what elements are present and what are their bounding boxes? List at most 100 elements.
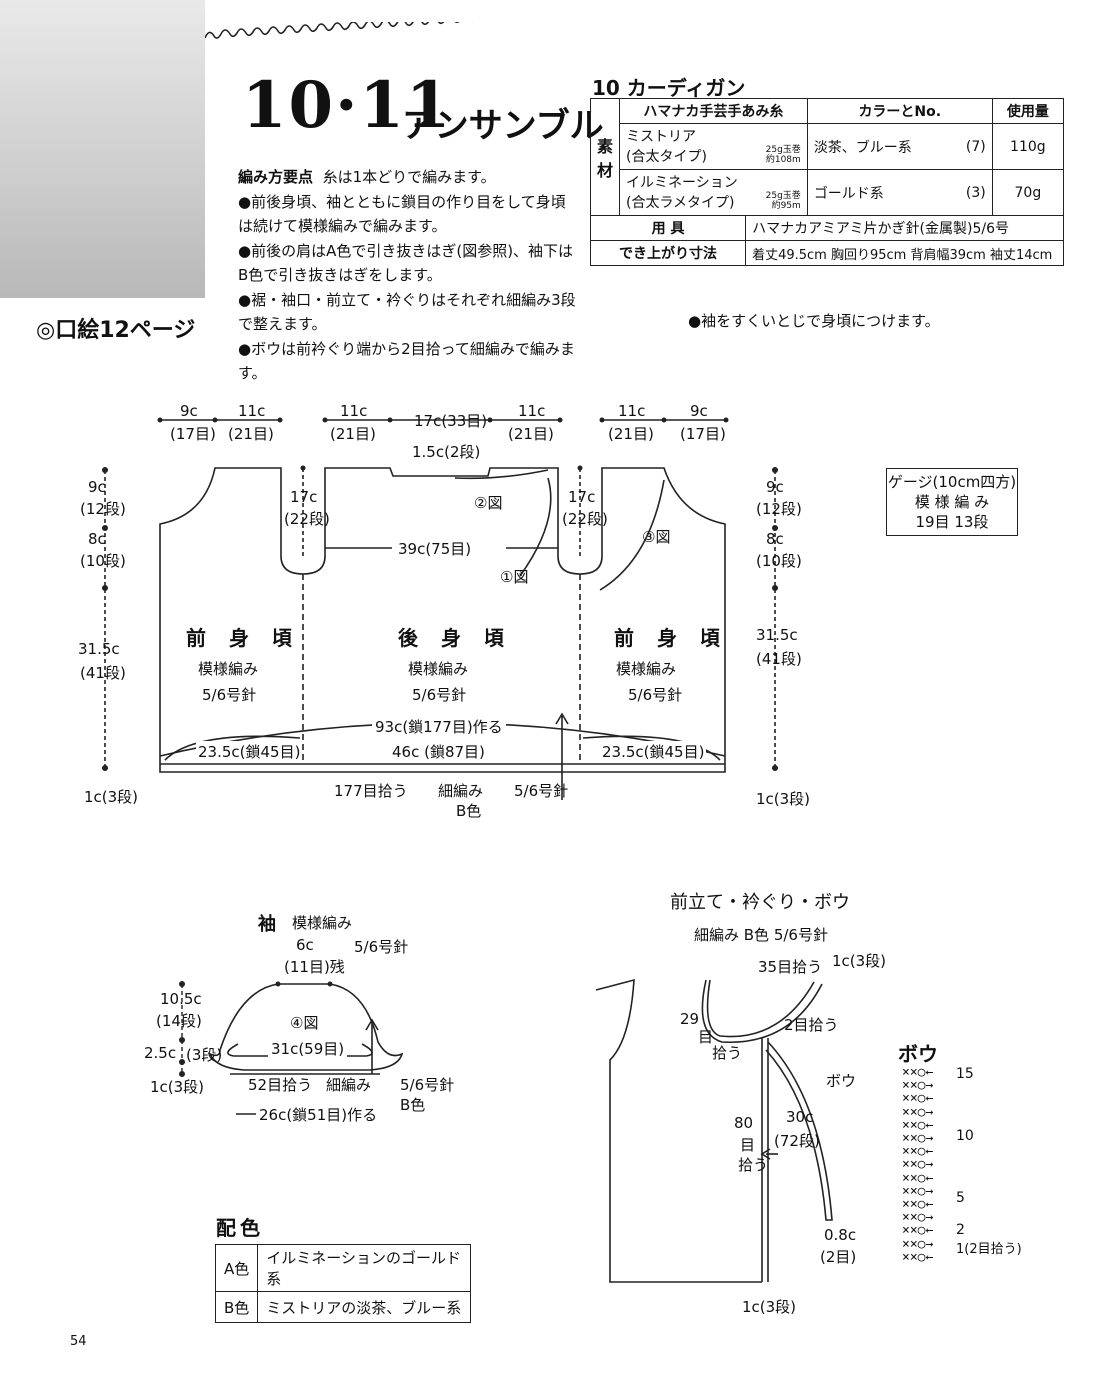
size-label: でき上がり寸法: [589, 240, 747, 266]
back-width-label: 39c(75目): [398, 540, 472, 558]
neck-drop-label: 1.5c(2段): [412, 443, 481, 461]
yarn-length: 約95m: [771, 200, 801, 211]
dim-label: 8c: [88, 530, 106, 548]
back-stitch: 模様編み: [408, 660, 469, 678]
front-right-needle: 5/6号針: [628, 686, 683, 704]
bottom-rows-label: 1c(3段): [742, 1298, 797, 1316]
dim-label: 17c: [568, 488, 596, 506]
dim-label: 9c: [690, 402, 708, 420]
color-value: イルミネーションのゴールド系: [257, 1244, 472, 1292]
figure-ref: ①図: [500, 568, 529, 586]
front-band-subtitle: 細編み B色 5/6号針: [694, 926, 828, 944]
color-value: ミストリアの淡茶、ブルー系: [257, 1291, 472, 1323]
yarn-name: イルミネーション: [626, 174, 738, 191]
bow-label: ボウ: [826, 1072, 857, 1090]
model-photo: [0, 0, 205, 298]
dim-label: 31.5c: [756, 626, 798, 644]
dim-label: 8c: [766, 530, 784, 548]
gauge-line: ゲージ(10cm四方): [887, 473, 1017, 491]
decorative-border: [205, 22, 474, 39]
bow-stitch-chart: ××○←××○→××○←××○→××○←××○→××○←××○→××○←××○→…: [902, 1065, 934, 1265]
dim-label: (41段): [756, 650, 802, 668]
dim-label: 17c(33目): [414, 412, 488, 430]
instruction-line: ●裾・袖口・前立て・衿ぐりはそれぞれ細編み3段で整えます。: [238, 290, 576, 334]
yarn-ball: 25g玉巻: [765, 144, 801, 155]
col-color: カラーとNo.: [806, 98, 993, 124]
dim-label: (12段): [80, 500, 126, 518]
yarn-type: (合太タイプ): [626, 148, 707, 165]
back-needle: 5/6号針: [412, 686, 467, 704]
dim-label: (12段): [756, 500, 802, 518]
body-outline: [159, 467, 726, 773]
hem-stitch-label: 細編み: [438, 782, 484, 800]
front-left-stitch: 模様編み: [198, 660, 259, 678]
pattern-title: アンサンブル: [402, 106, 604, 146]
sleeve-chain-label: 26c(鎖51目)作る: [256, 1104, 381, 1125]
bow-length-label: 30c: [786, 1108, 814, 1126]
row-number: 2: [956, 1222, 965, 1238]
hem-left-label: 23.5c(鎖45目): [196, 741, 303, 762]
dim-label: (3段): [186, 1046, 223, 1064]
col-yarn: ハマナカ手芸手あみ糸: [619, 98, 808, 124]
color-assignment-table: A色イルミネーションのゴールド系 B色ミストリアの淡茶、ブルー系: [214, 1244, 472, 1323]
front-band-title: 前立て・衿ぐり・ボウ: [670, 892, 850, 913]
sleeve-hem-stitch: 細編み: [326, 1076, 372, 1094]
hem-needle-label: 5/6号針: [514, 782, 569, 800]
dim-label: (22段): [284, 510, 330, 528]
bow-length-label: (72段): [774, 1132, 820, 1150]
pickup-label: 目: [740, 1136, 756, 1154]
dim-label: (41段): [80, 664, 126, 682]
front-left-title: 前 身 頃: [186, 626, 300, 650]
pickup-label: 177目拾う: [334, 782, 408, 800]
materials-table: 素材 ハマナカ手芸手あみ糸 カラーとNo. 使用量 ミストリア(合太タイプ) 2…: [589, 98, 1065, 266]
yarn-color-no: (7): [950, 123, 993, 170]
yarn-type: (合太ラメタイプ): [626, 194, 735, 211]
front-right-title: 前 身 頃: [614, 626, 728, 650]
sleeve-hem-color: B色: [400, 1096, 426, 1114]
pickup-label: 拾う: [738, 1156, 769, 1174]
figure-ref: ④図: [290, 1014, 319, 1032]
dim-label: (21目): [330, 425, 376, 443]
dim-label: (17目): [680, 425, 726, 443]
row-number: 5: [956, 1190, 965, 1206]
page-number: 54: [70, 1334, 87, 1349]
dim-label: 11c: [238, 402, 266, 420]
instruction-line: ●ボウは前衿ぐり端から2目拾って細編みで編みます。: [238, 339, 575, 383]
sleeve-note: ●袖をすくいとじで身頃につけます。: [688, 312, 940, 330]
color-key: A色: [214, 1244, 259, 1292]
row-number: 1(2目拾う): [956, 1242, 1022, 1257]
dim-label: 31.5c: [78, 640, 120, 658]
sleeve-hem-needle: 5/6号針: [400, 1076, 455, 1094]
dim-label: 11c: [618, 402, 646, 420]
dim-label: (10段): [80, 552, 126, 570]
dim-label: (11目)残: [284, 958, 345, 976]
gauge-line: 模 様 編 み: [914, 493, 990, 511]
sleeve-needle: 5/6号針: [354, 938, 409, 956]
bow-chart-title: ボウ: [898, 1042, 938, 1066]
yarn-amount: 70g: [991, 169, 1065, 216]
instruction-line: 糸は1本どりで編みます。: [322, 168, 496, 186]
color-key: B色: [214, 1291, 259, 1323]
yarn-color: ゴールド系: [806, 169, 951, 216]
frontispiece-reference: ◎口絵12ページ: [36, 318, 196, 343]
sleeve-pickup-label: 52目拾う: [248, 1076, 313, 1094]
dim-label: 9c: [766, 478, 784, 496]
yarn-amount: 110g: [991, 123, 1065, 170]
pattern-number: 10·11: [242, 68, 453, 143]
dim-label: 6c: [296, 936, 314, 954]
instruction-line: ●前後の肩はA色で引き抜きはぎ(図参照)、袖下はB色で引き抜きはぎをします。: [238, 241, 574, 285]
col-amount: 使用量: [991, 98, 1065, 124]
figure-ref: ③図: [642, 528, 671, 546]
dim-label: (22段): [562, 510, 608, 528]
chain-total-label: 93c(鎖177目)作る: [372, 716, 506, 737]
front-left-needle: 5/6号針: [202, 686, 257, 704]
yarn-name: ミストリア: [626, 128, 697, 145]
neck-pickup-label: 35目拾う: [758, 956, 823, 977]
spec-heading: 10 カーディガン: [592, 76, 746, 100]
dim-label: 9c: [180, 402, 198, 420]
dim-label: (14段): [156, 1012, 202, 1030]
dim-label: 11c: [340, 402, 368, 420]
front-band-diagram: [595, 978, 833, 1283]
gauge-box: ゲージ(10cm四方) 模 様 編 み 19目 13段: [886, 468, 1018, 536]
